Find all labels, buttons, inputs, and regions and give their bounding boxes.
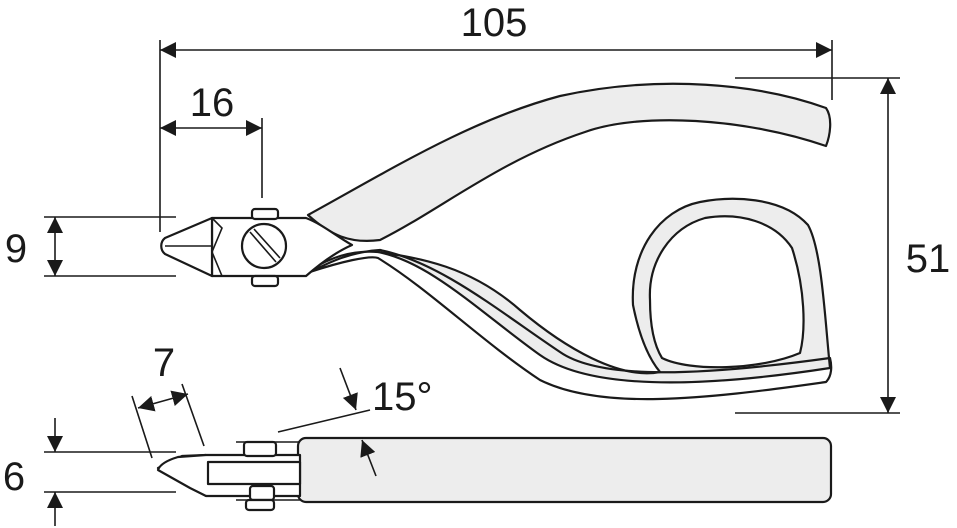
side-rivet-top [242, 440, 278, 458]
side-tip [156, 453, 207, 497]
side-rivet-cap [244, 498, 276, 512]
rivet-tab-top [250, 207, 280, 221]
dim-label-51: 51 [906, 237, 951, 281]
cutting-tip [160, 216, 214, 278]
dim-line-15-upper [339, 367, 358, 411]
side-rivet-bottom [248, 484, 276, 502]
dim-label-7: 7 [153, 341, 175, 385]
upper-handle [306, 82, 832, 242]
jaw-edge [211, 217, 223, 277]
pivot-screw-icon [240, 222, 288, 270]
dim-label-15-degrees: 15° [372, 375, 433, 419]
dim-line-7 [137, 390, 189, 412]
rivet-tab-bottom [250, 274, 280, 288]
side-slot [206, 460, 302, 486]
dim-line-15-lower [360, 439, 377, 477]
screw-slot [249, 231, 277, 263]
dim-label-9: 9 [5, 227, 27, 271]
side-handle [296, 436, 833, 504]
dimension-lines [44, 40, 900, 526]
side-view [156, 436, 833, 512]
dim-label-16: 16 [190, 81, 235, 125]
dim-label-6: 6 [3, 455, 25, 499]
dim-label-105: 105 [461, 1, 528, 45]
lower-handle-body [308, 248, 833, 401]
screw-slot-2 [253, 228, 281, 259]
top-view [160, 82, 833, 401]
